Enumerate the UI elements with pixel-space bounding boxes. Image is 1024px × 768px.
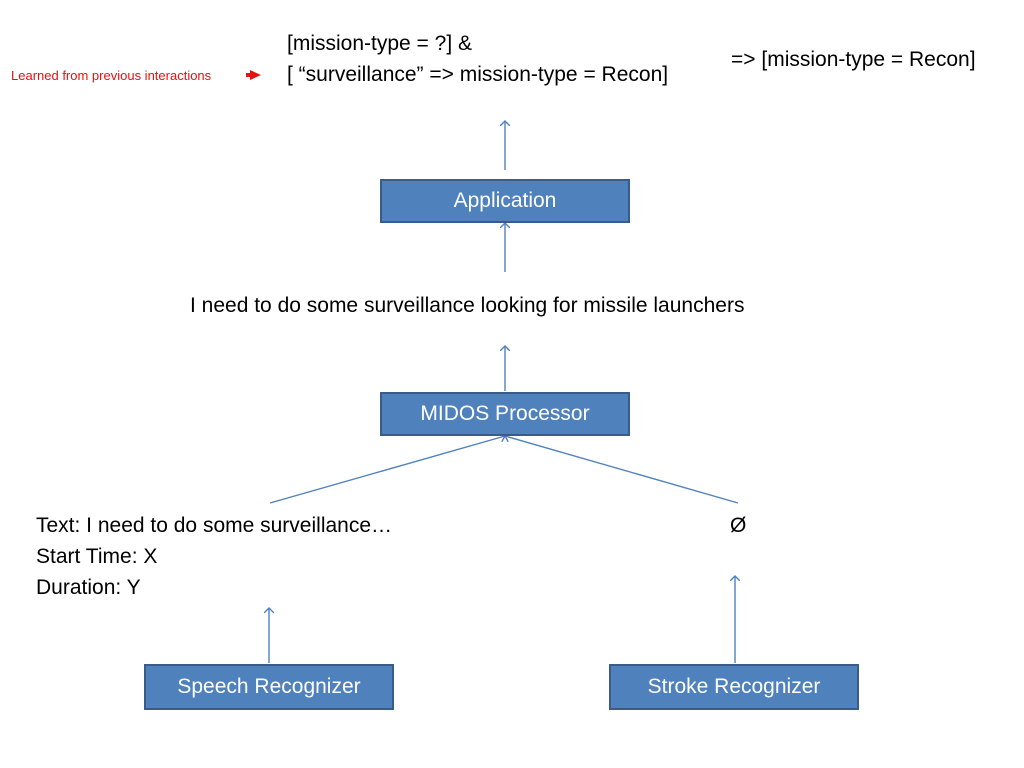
stroke-recognizer-label: Stroke Recognizer <box>647 675 821 698</box>
midos-processor-label: MIDOS Processor <box>420 402 590 425</box>
utterance-text: I need to do some surveillance looking f… <box>190 294 745 317</box>
learned-note: Learned from previous interactions <box>11 68 212 83</box>
arrow-stroke-output-to-midos <box>505 436 739 504</box>
midos-processor-box: MIDOS Processor <box>380 392 630 436</box>
speech-output-duration: Duration: Y <box>36 576 141 599</box>
speech-recognizer-label: Speech Recognizer <box>177 675 361 698</box>
application-box: Application <box>380 179 630 223</box>
speech-output-text: Text: I need to do some surveillance… <box>36 514 393 537</box>
speech-output-start-time: Start Time: X <box>36 545 158 568</box>
stroke-output-empty-set: Ø <box>730 514 747 537</box>
stroke-recognizer-box: Stroke Recognizer <box>609 664 859 710</box>
output-result: => [mission-type = Recon] <box>731 48 976 71</box>
application-label: Application <box>453 189 557 212</box>
output-rule-line2: [ “surveillance” => mission-type = Recon… <box>287 63 669 86</box>
speech-recognizer-box: Speech Recognizer <box>144 664 394 710</box>
output-rule-line1: [mission-type = ?] & <box>287 32 472 55</box>
arrow-speech-output-to-midos <box>269 436 505 504</box>
